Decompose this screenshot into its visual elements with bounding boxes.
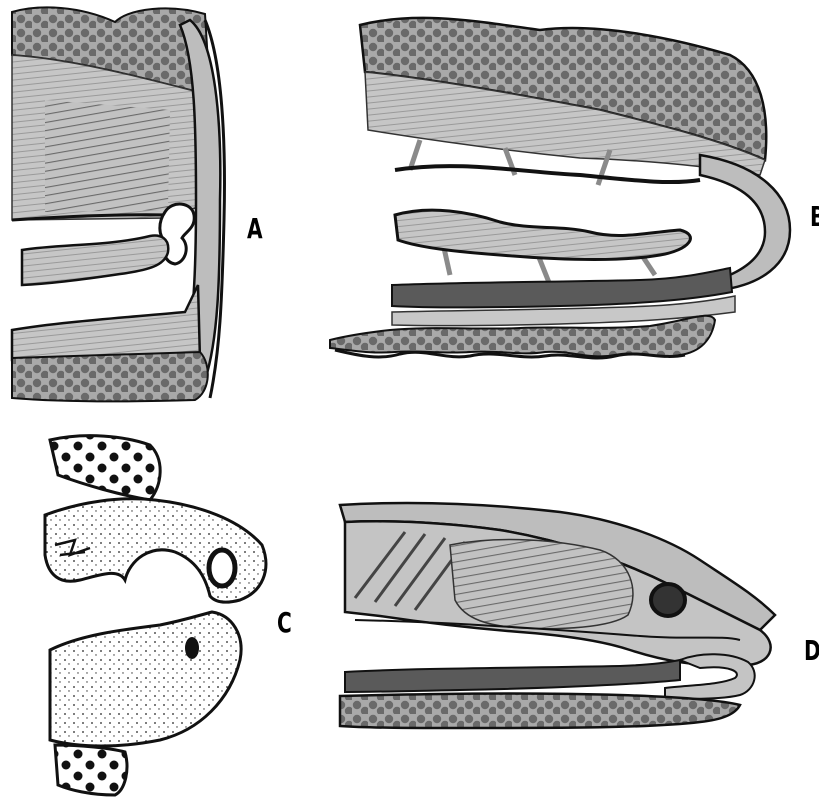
figure-a-label: A	[247, 212, 263, 245]
figure-c-upper-body	[45, 499, 266, 602]
figure-d-dark-band	[345, 660, 680, 692]
figure-c-lower-dotted-lobe	[55, 745, 127, 795]
figure-c-lower-eye	[185, 637, 199, 659]
figure-a-middle-tongue	[22, 236, 168, 285]
figure-d	[340, 503, 775, 728]
figure-a	[12, 7, 224, 401]
figure-c-label: C	[277, 606, 292, 639]
figure-d-muscle-mass	[450, 540, 633, 629]
figure-b	[330, 18, 790, 358]
figure-d-lower-layer	[340, 693, 740, 728]
figure-c-lower-body	[50, 612, 241, 746]
figure-b-right-wall	[700, 155, 790, 290]
figure-a-lower-dotted-layer	[12, 352, 208, 401]
figure-c-upper-eye	[209, 550, 235, 586]
figure-b-middle-fold	[395, 210, 690, 259]
figure-a-hatched-core	[45, 100, 170, 212]
figure-b-upper-wavy-line	[395, 166, 700, 182]
figure-b-label: B	[810, 200, 819, 233]
figure-a-lower-muscle-block	[12, 285, 200, 360]
figure-c	[45, 436, 266, 795]
figure-d-label: D	[804, 634, 819, 667]
figure-b-dark-band	[392, 268, 732, 308]
figure-c-upper-dotted-lobe	[50, 436, 160, 500]
figure-d-eye	[651, 584, 685, 616]
